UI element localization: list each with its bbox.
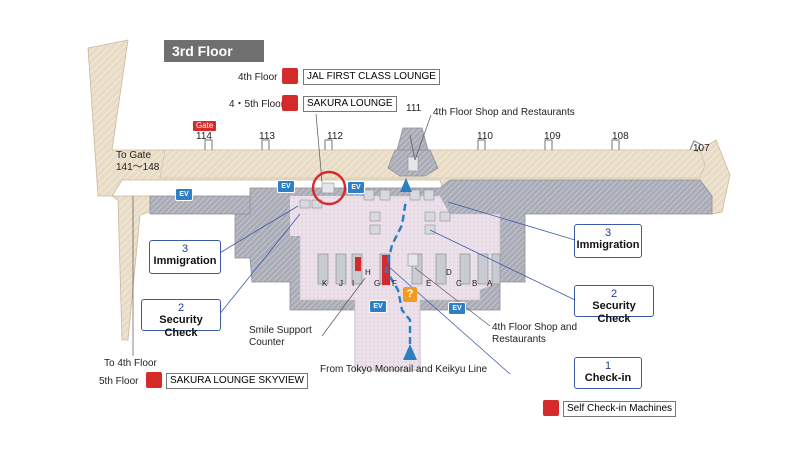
counter-d: D xyxy=(446,268,452,277)
security-callout-right[interactable]: 2 Security Check xyxy=(574,285,654,325)
sakura-lounge-name[interactable]: SAKURA LOUNGE xyxy=(303,96,397,112)
self-checkin-icon xyxy=(543,400,559,416)
smile-support-label: Smile Support Counter xyxy=(249,325,312,348)
gate-109[interactable]: 109 xyxy=(544,131,561,142)
gate-stubs xyxy=(204,139,701,153)
elevator-icon: EV xyxy=(175,188,193,201)
walking-route xyxy=(384,199,412,355)
from-monorail-label: From Tokyo Monorail and Keikyu Line xyxy=(320,364,488,375)
gate-110[interactable]: 110 xyxy=(477,131,493,142)
gate-113[interactable]: 113 xyxy=(259,131,275,142)
immigration-callout-right[interactable]: 3 Immigration xyxy=(574,224,642,258)
step-number: 1 xyxy=(604,360,612,372)
immigration-label: Immigration xyxy=(576,239,640,251)
to-gate-label: To Gate 141～148 xyxy=(116,150,160,173)
escalators xyxy=(321,156,419,267)
counter-k: K xyxy=(322,279,328,288)
gate-111[interactable]: 111 xyxy=(406,103,422,114)
elevator-icon: EV xyxy=(277,180,295,193)
leader-lines xyxy=(217,201,576,375)
shop-restaurants-top: 4th Floor Shop and Restaurants xyxy=(433,107,575,118)
route-arrow-bottom xyxy=(403,344,417,360)
information-icon: ? xyxy=(403,287,417,302)
counter-j: J xyxy=(339,279,343,288)
gate-112[interactable]: 112 xyxy=(327,131,343,142)
step-number: 3 xyxy=(181,243,189,255)
skyview-lounge-icon xyxy=(146,372,162,388)
jal-lounge-floor: 4th Floor xyxy=(238,72,278,83)
gate-badge: Gate xyxy=(193,121,217,131)
checkin-callout[interactable]: 1 Check-in xyxy=(574,357,642,389)
security-label: Security Check xyxy=(159,314,203,339)
annotation-lines xyxy=(132,113,491,356)
jal-lounge-icon xyxy=(282,68,298,84)
floor-title: 3rd Floor xyxy=(164,40,264,62)
elevator-icon: EV xyxy=(347,181,365,194)
counter-b: B xyxy=(472,279,478,288)
counter-a: A xyxy=(487,279,493,288)
sakura-lounge-floor: 4・5th Floor xyxy=(229,99,285,110)
jal-lounge-name[interactable]: JAL FIRST CLASS LOUNGE xyxy=(303,69,440,85)
shop-restaurants-bottom: 4th Floor Shop and Restaurants xyxy=(492,322,578,345)
route-arrow-top xyxy=(400,178,412,192)
gate-114[interactable]: 114 xyxy=(196,131,212,142)
step-number: 2 xyxy=(610,288,618,300)
immigration-label: Immigration xyxy=(153,255,217,267)
counter-i: I xyxy=(352,279,355,288)
immigration-callout-left[interactable]: 3 Immigration xyxy=(149,240,221,274)
elevator-icon: EV xyxy=(448,302,466,315)
counter-f: F xyxy=(392,279,397,288)
skyview-lounge-name[interactable]: SAKURA LOUNGE SKYVIEW xyxy=(166,373,308,389)
counter-g: G xyxy=(374,279,381,288)
counter-c: C xyxy=(456,279,462,288)
security-label: Security Check xyxy=(592,300,636,325)
gate-108[interactable]: 108 xyxy=(612,131,629,142)
counter-e: E xyxy=(426,279,432,288)
counter-h: H xyxy=(365,268,371,277)
security-callout-left[interactable]: 2 Security Check xyxy=(141,299,221,339)
step-number: 2 xyxy=(177,302,185,314)
to-4th-floor-label: To 4th Floor xyxy=(104,358,157,369)
gate-107[interactable]: 107 xyxy=(693,143,710,154)
security-lanes xyxy=(299,189,451,235)
skyview-lounge-floor: 5th Floor xyxy=(99,376,139,387)
step-number: 3 xyxy=(604,227,612,239)
lounge-entrance-highlight xyxy=(311,170,347,206)
sakura-lounge-icon xyxy=(282,95,298,111)
elevator-icon: EV xyxy=(369,300,387,313)
checkin-label: Check-in xyxy=(584,372,632,384)
self-checkin-legend: Self Check-in Machines xyxy=(563,401,677,417)
